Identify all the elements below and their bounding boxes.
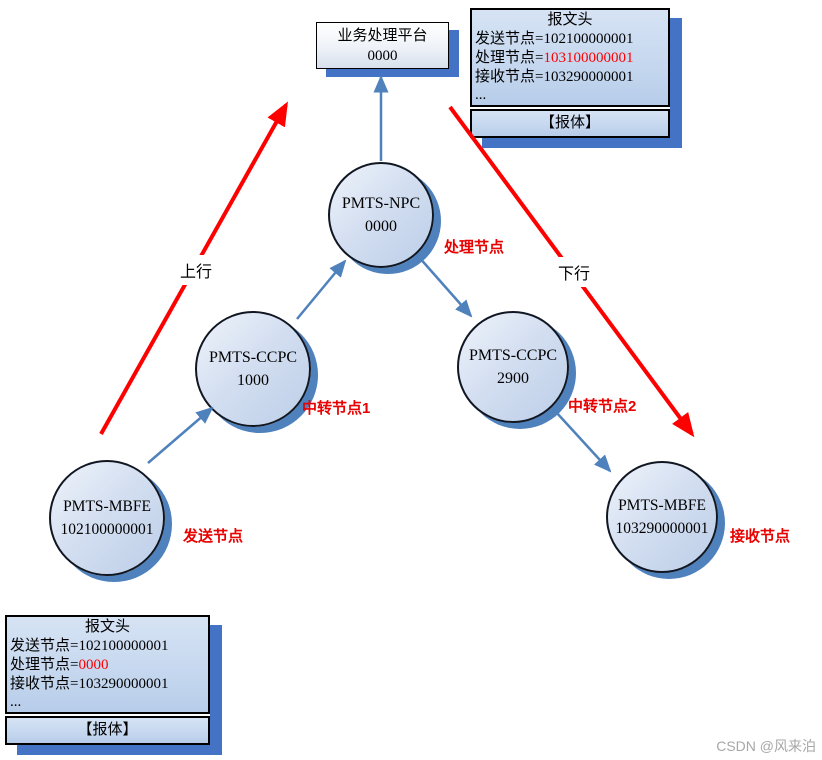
message-header-title: 报文头	[547, 12, 593, 28]
message-header-title: 报文头	[84, 619, 130, 635]
node-code: 1000	[237, 372, 269, 389]
message-ellipsis: ...	[10, 694, 22, 710]
message-row: 接收节点=103290000001	[10, 676, 169, 692]
message-header: 报文头 发送节点=102100000001 处理节点=0000 接收节点=103…	[5, 615, 210, 714]
node-pmts-npc: PMTS-NPC 0000	[328, 162, 434, 268]
highlighted-value: 0000	[78, 657, 109, 673]
node-pmts-ccpc-1000: PMTS-CCPC 1000	[195, 311, 311, 427]
message-row: 处理节点=103100000001	[475, 50, 634, 66]
highlighted-value: 103100000001	[543, 50, 634, 66]
platform-code: 0000	[367, 47, 398, 64]
node-code: 103290000001	[615, 520, 709, 537]
role-label-receiving-node: 接收节点	[730, 528, 791, 545]
message-ellipsis: ...	[475, 87, 487, 103]
node-name: PMTS-CCPC	[468, 347, 558, 364]
message-box-bottom-left: 报文头 发送节点=102100000001 处理节点=0000 接收节点=103…	[5, 615, 210, 745]
role-label-transit-node-2: 中转节点2	[568, 398, 637, 415]
arrow-ccpc2-to-mbfe	[555, 411, 612, 473]
node-name: PMTS-MBFE	[618, 497, 706, 514]
node-name: PMTS-NPC	[341, 195, 421, 212]
message-row: 处理节点=0000	[10, 657, 109, 673]
message-header: 报文头 发送节点=102100000001 处理节点=103100000001 …	[470, 8, 670, 107]
role-label-transit-node-1: 中转节点1	[302, 400, 371, 417]
node-code: 102100000001	[60, 521, 154, 538]
node-pmts-mbfe-sender: PMTS-MBFE 102100000001	[49, 460, 165, 576]
node-pmts-ccpc-2900: PMTS-CCPC 2900	[457, 311, 569, 423]
message-body: 【报体】	[5, 716, 210, 745]
arrow-ccpc1-to-npc	[296, 259, 347, 320]
node-name: PMTS-CCPC	[208, 349, 298, 366]
platform-box: 业务处理平台 0000	[316, 22, 449, 69]
node-pmts-mbfe-receiver: PMTS-MBFE 103290000001	[606, 461, 718, 573]
downlink-label: 下行	[552, 257, 597, 287]
arrow-mbfe-to-ccpc1	[147, 406, 214, 464]
node-code: 2900	[497, 370, 529, 387]
role-label-sending-node: 发送节点	[183, 528, 244, 545]
uplink-label: 上行	[174, 255, 219, 285]
message-body: 【报体】	[470, 109, 670, 138]
message-row: 发送节点=102100000001	[10, 638, 169, 654]
message-box-top-right: 报文头 发送节点=102100000001 处理节点=103100000001 …	[470, 8, 670, 138]
role-label-processing-node: 处理节点	[444, 239, 505, 256]
watermark: CSDN @风来泊	[716, 738, 816, 754]
message-row: 发送节点=102100000001	[475, 31, 634, 47]
platform-name: 业务处理平台	[337, 27, 428, 44]
arrow-npc-to-ccpc2	[417, 255, 473, 318]
message-row: 接收节点=103290000001	[475, 69, 634, 85]
node-name: PMTS-MBFE	[63, 498, 151, 515]
node-code: 0000	[365, 218, 397, 235]
